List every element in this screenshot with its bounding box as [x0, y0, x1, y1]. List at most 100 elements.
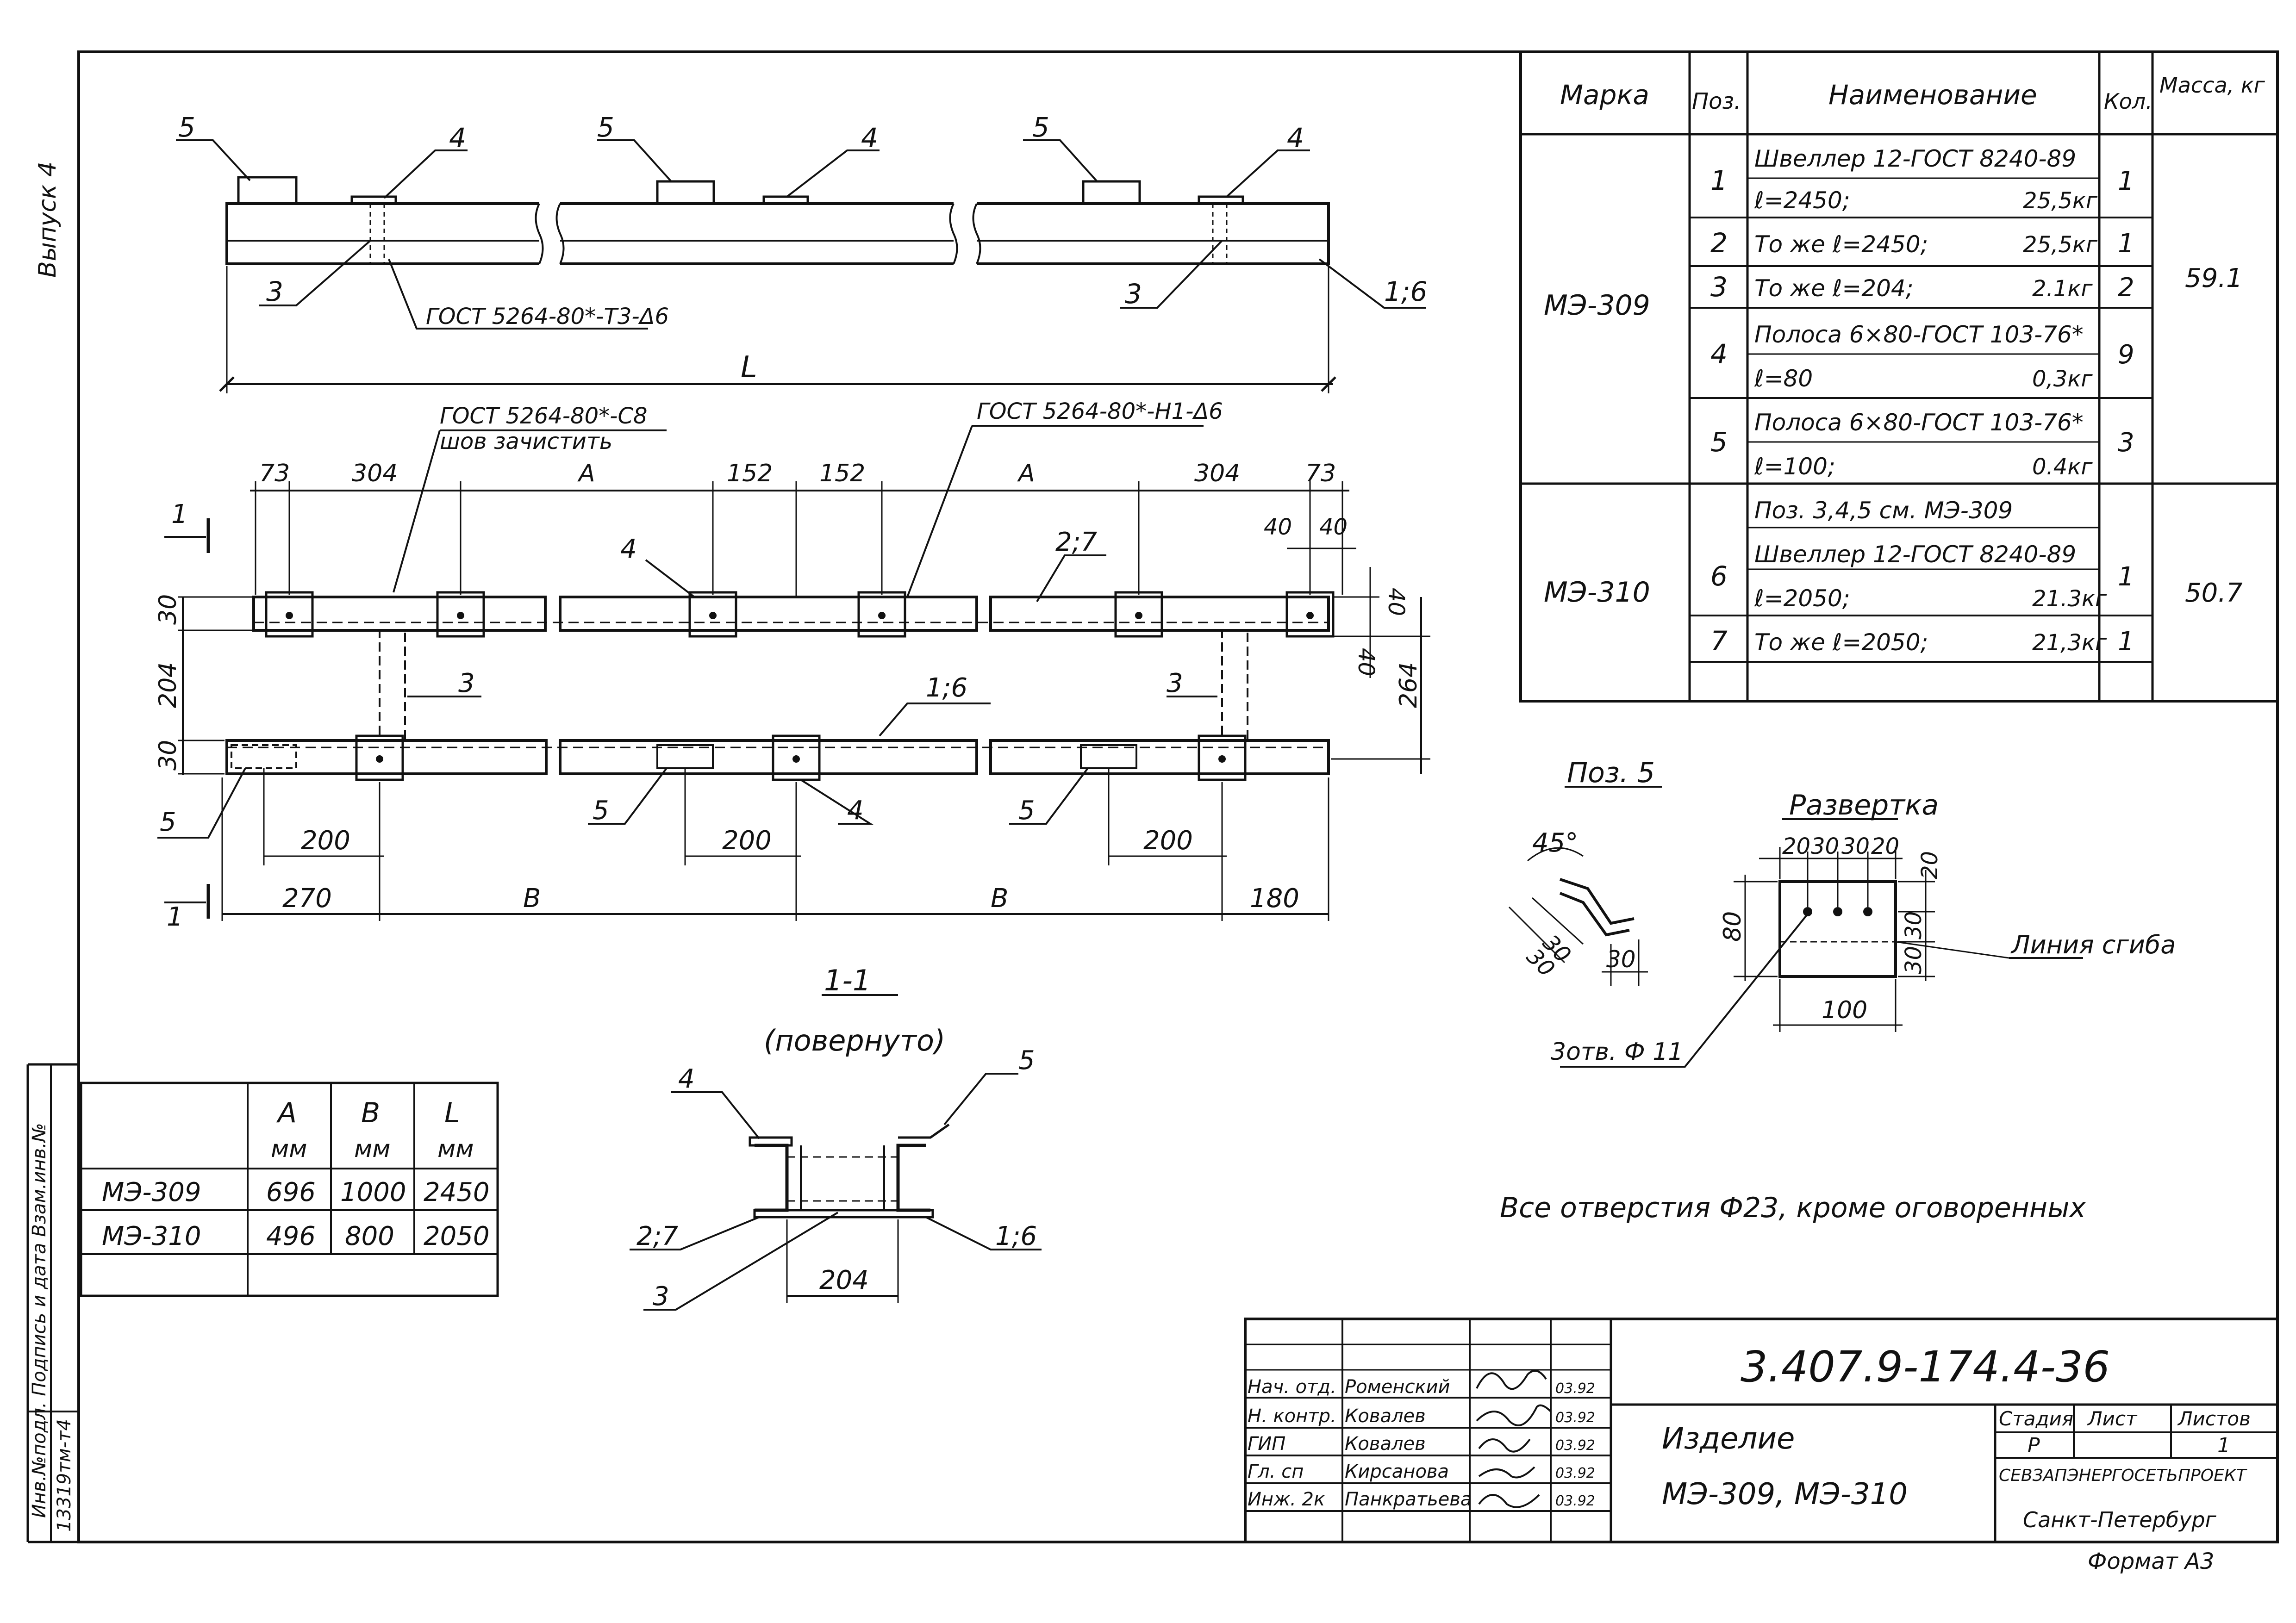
dims-row2-mark: МЭ-310 — [102, 1221, 201, 1251]
spec-name-2a: То же ℓ=2450; — [1754, 231, 1928, 258]
top-pos-label-3a: 3 — [266, 276, 283, 307]
unfold-right-30b: 30 — [1901, 946, 1927, 974]
dims-row1-b: 1000 — [340, 1177, 406, 1207]
spec-name-1a: Швеллер 12-ГОСТ 8240-89 — [1754, 145, 2076, 172]
section-dim-204: 204 — [819, 1265, 869, 1295]
unfold-top-20b: 20 — [1871, 833, 1899, 859]
spec-mark-me310: МЭ-310 — [1544, 576, 1650, 609]
plan-dim-73-right: 73 — [1305, 460, 1336, 487]
dims-row1-mark: МЭ-309 — [102, 1177, 201, 1207]
top-pos-label-1-6: 1;6 — [1384, 276, 1427, 307]
bend-line-label: Линия сгиба — [2010, 930, 2176, 959]
org-name: СЕВЗАПЭНЕРГОСЕТЬПРОЕКТ — [1999, 1466, 2247, 1485]
top-pos-label-5c: 5 — [1032, 112, 1049, 143]
spec-qty-5: 3 — [2118, 428, 2134, 458]
dims-row2-b: 800 — [345, 1221, 394, 1251]
plan-dim-304-right: 304 — [1194, 460, 1240, 487]
plan-dim-204: 204 — [154, 662, 182, 708]
section-label-1-6: 1;6 — [995, 1221, 1037, 1251]
dims-unit-b: мм — [354, 1135, 390, 1163]
spec-header-mark: Марка — [1560, 79, 1649, 111]
section-mark-top: 1 — [171, 499, 188, 529]
spec-kg-2: 25,5кг — [2023, 232, 2098, 258]
staff-date-1: 03.92 — [1555, 1380, 1595, 1397]
staff-name-5: Панкратьева — [1345, 1489, 1472, 1510]
plan-view — [157, 425, 1430, 921]
plan-pos-label-5-right: 5 — [1018, 796, 1035, 826]
unfold-top-30a: 30 — [1811, 833, 1839, 859]
spec-pos-4: 4 — [1710, 338, 1728, 370]
spec-name-5a: Полоса 6×80-ГОСТ 103-76* — [1754, 409, 2084, 436]
plan-pos-label-4-bottom: 4 — [847, 796, 864, 826]
pos5-detail — [1508, 786, 2083, 1068]
plan-sub-dim-200-a: 200 — [301, 826, 350, 856]
plan-dim-40-b: 40 — [1319, 514, 1348, 540]
top-length-label: L — [741, 350, 757, 385]
staff-role-3: ГИП — [1248, 1433, 1285, 1455]
spec-header-name: Наименование — [1828, 79, 2037, 111]
staff-role-1: Нач. отд. — [1248, 1376, 1336, 1398]
spec-note-me310: Поз. 3,4,5 см. МЭ-309 — [1754, 497, 2013, 524]
spec-qty-2: 1 — [2118, 229, 2134, 259]
staff-name-2: Ковалев — [1345, 1405, 1426, 1427]
plan-dim-b-left: B — [523, 883, 541, 914]
sheets-value: 1 — [2217, 1434, 2230, 1457]
staff-name-4: Кирсанова — [1345, 1461, 1449, 1482]
top-pos-label-5a: 5 — [178, 112, 195, 143]
dims-header-l: L — [444, 1097, 460, 1129]
spec-kg-1: 25,5кг — [2023, 188, 2098, 214]
sheets-header: Листов — [2177, 1407, 2251, 1430]
section-label-5: 5 — [1018, 1045, 1035, 1076]
top-pos-label-4c: 4 — [1287, 122, 1304, 154]
dims-unit-a: мм — [271, 1135, 307, 1163]
spec-name-1b: ℓ=2450; — [1754, 187, 1850, 214]
spec-kg-5: 0.4кг — [2032, 454, 2093, 480]
section-label-3: 3 — [653, 1281, 669, 1312]
spec-name-5b: ℓ=100; — [1754, 453, 1835, 480]
sheet-frame — [77, 50, 2279, 1543]
binding-label: Инв.№подл. Подпись и дата Взам.инв.№ — [29, 1123, 50, 1518]
dims-unit-l: мм — [437, 1135, 474, 1163]
pos5-dim-c: 30 — [1606, 946, 1636, 973]
staff-date-4: 03.92 — [1555, 1465, 1595, 1481]
city-name: Санкт-Петербург — [2023, 1507, 2217, 1532]
spec-name-6b: ℓ=2050; — [1754, 585, 1850, 612]
spec-name-3a: То же ℓ=204; — [1754, 275, 1914, 302]
plan-weld-note-1b: шов зачистить — [440, 429, 612, 454]
dims-row1-a: 696 — [266, 1177, 316, 1207]
unfold-left-80: 80 — [1719, 911, 1747, 942]
spec-mass-me310: 50.7 — [2185, 578, 2243, 608]
section-title: 1-1 — [824, 964, 871, 997]
doc-code: 3.407.9-174.4-36 — [1741, 1342, 2110, 1392]
spec-pos-6: 6 — [1710, 560, 1728, 592]
issue-label: Выпуск 4 — [34, 162, 62, 278]
dims-row1-l: 2450 — [424, 1177, 490, 1207]
signatures — [1476, 1370, 1552, 1508]
plan-dim-152-right: 152 — [819, 460, 865, 487]
plan-pos-label-3-right: 3 — [1167, 668, 1183, 698]
sheet-header: Лист — [2087, 1407, 2138, 1430]
plan-dim-270: 270 — [282, 883, 332, 914]
item-name: МЭ-309, МЭ-310 — [1662, 1477, 1908, 1511]
dims-row2-a: 496 — [266, 1221, 316, 1251]
spec-qty-6: 1 — [2118, 562, 2134, 592]
plan-dim-152-left: 152 — [727, 460, 773, 487]
staff-date-3: 03.92 — [1555, 1437, 1595, 1454]
spec-pos-7: 7 — [1710, 625, 1728, 657]
plan-weld-note-1: ГОСТ 5264-80*-С8 — [440, 403, 648, 429]
top-weld-note: ГОСТ 5264-80*-Т3-Δ6 — [426, 304, 669, 330]
spec-kg-6: 21.3кг — [2032, 586, 2107, 612]
top-view — [176, 139, 1426, 393]
plan-dim-b-right: B — [991, 883, 1008, 914]
staff-name-3: Ковалев — [1345, 1433, 1426, 1455]
dims-header-a: A — [276, 1097, 297, 1129]
plan-sub-dim-200-b: 200 — [722, 826, 772, 856]
holes-label: 3отв. Ф 11 — [1551, 1038, 1683, 1066]
staff-date-5: 03.92 — [1555, 1493, 1595, 1509]
spec-name-6a: Швеллер 12-ГОСТ 8240-89 — [1754, 541, 2076, 568]
item-label: Изделие — [1662, 1422, 1795, 1456]
plan-dim-304-left: 304 — [352, 460, 398, 487]
plan-dim-40-d: 40 — [1353, 648, 1379, 676]
spec-name-7a: То же ℓ=2050; — [1754, 629, 1928, 656]
spec-header-mass: Масса, кг — [2159, 73, 2265, 98]
